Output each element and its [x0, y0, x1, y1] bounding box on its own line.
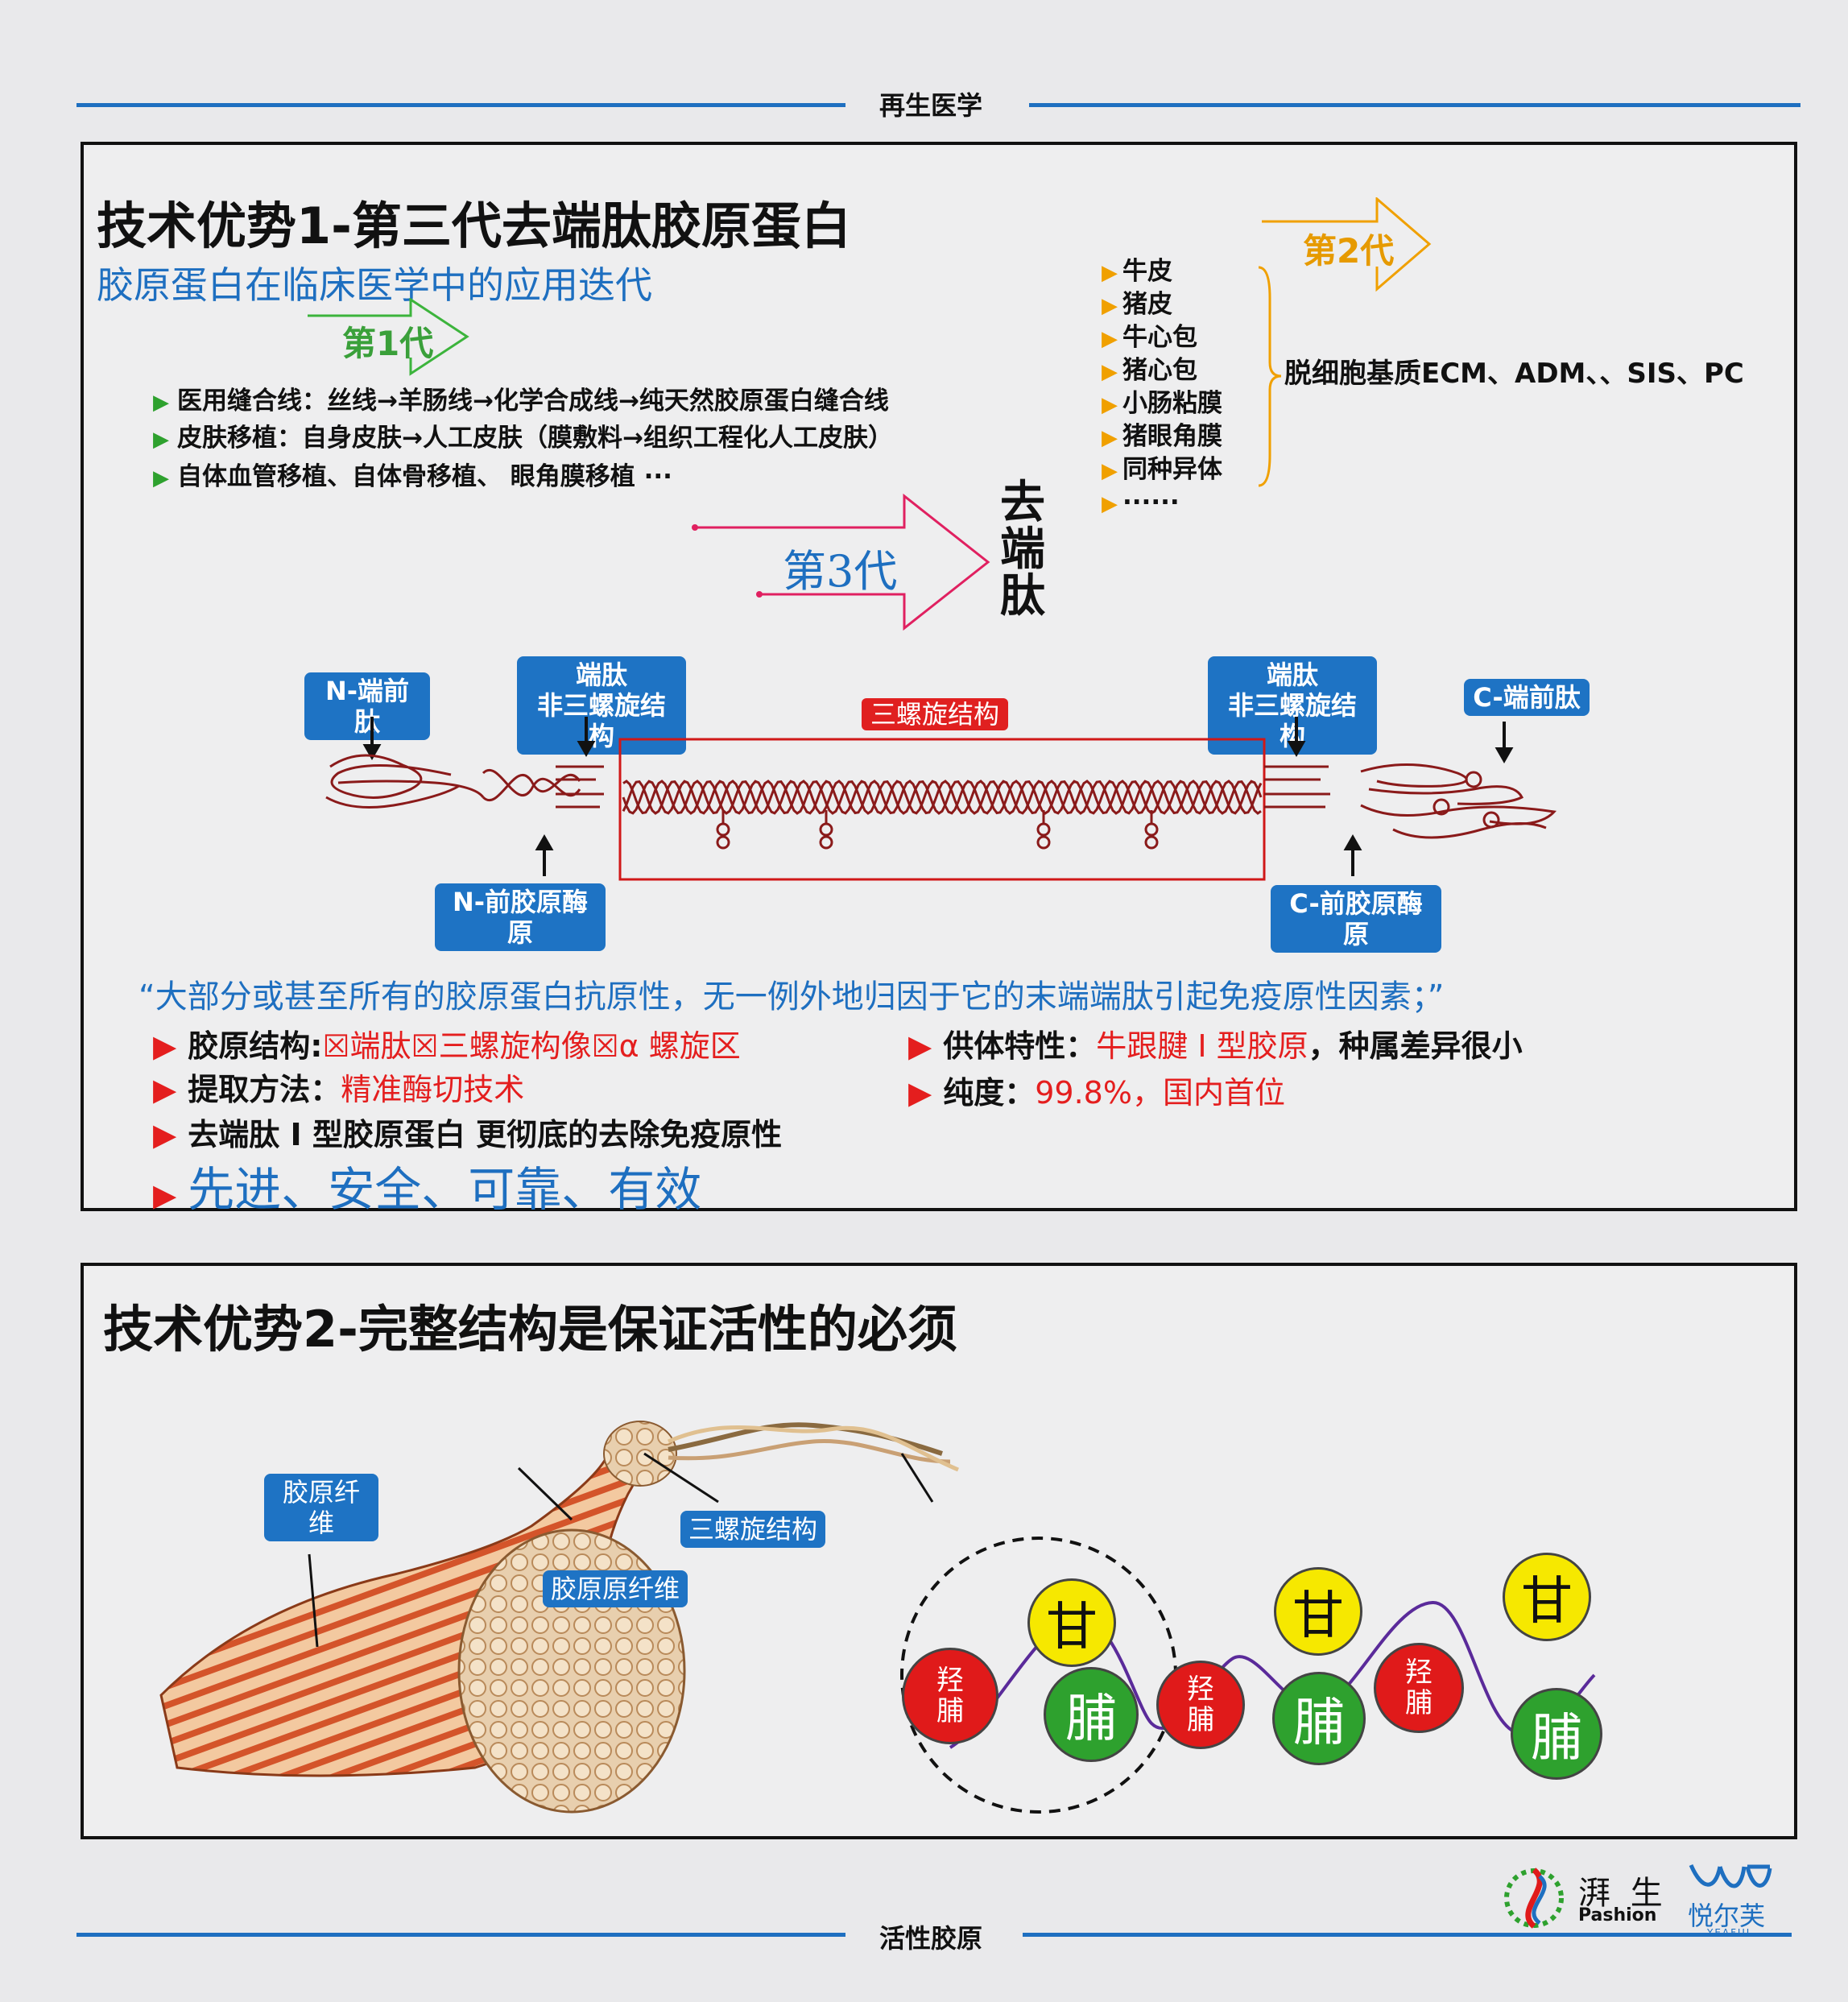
gen2-item: ▶······: [1102, 488, 1180, 517]
gen1-label: 第1代: [342, 324, 434, 363]
yeaful-logo-text: 悦尔芙: [1688, 1901, 1766, 1931]
gen1-item: ▶皮肤移植：自身皮肤→人工皮肤（膜敷料→组织工程化人工皮肤）: [153, 424, 893, 453]
gen2-item: ▶猪皮: [1102, 290, 1172, 319]
gen2-item: ▶牛心包: [1102, 323, 1197, 352]
gen3-arrow: [692, 493, 990, 631]
amino-pro: 脯: [1272, 1672, 1366, 1765]
gen2-list: ▶牛皮 ▶猪皮 ▶牛心包 ▶猪心包 ▶小肠粘膜 ▶猪眼角膜 ▶同种异体 ▶···…: [1102, 256, 1222, 520]
amino-gly: 甘: [1274, 1567, 1362, 1656]
gen2-summary: 脱细胞基质ECM、ADM、、SIS、PC: [1284, 358, 1744, 390]
tag-c-procollagen: C-前胶原酶原: [1271, 885, 1441, 953]
point-donor: ▶供体特性：牛跟腱 I 型胶原，种属差异很小: [908, 1028, 1523, 1064]
panel1-title: 技术优势1-第三代去端肽胶原蛋白: [97, 196, 851, 255]
panel2-title: 技术优势2-完整结构是保证活性的必须: [103, 1300, 957, 1359]
amino-pro: 脯: [1511, 1688, 1602, 1780]
panel1-slogan: ▶先进、安全、可靠、有效: [153, 1162, 702, 1217]
triple-helix-box: [618, 738, 1266, 881]
gen2-label: 第2代: [1303, 231, 1395, 271]
gen2-brace: [1258, 266, 1282, 487]
amino-gly: 甘: [1027, 1578, 1116, 1667]
pashion-logo-en: Pashion: [1578, 1905, 1657, 1925]
pashion-logo-icon: [1504, 1868, 1564, 1929]
header-line-left: [76, 103, 845, 107]
header-label: 再生医学: [879, 90, 983, 121]
tag-n-procollagen: N-前胶原酶原: [435, 883, 606, 951]
collagen-fiber-illustration: [159, 1421, 959, 1814]
amino-pro: 脯: [1044, 1667, 1139, 1762]
tag-collagen-fiber: 胶原纤维: [264, 1474, 378, 1541]
gen2-item: ▶同种异体: [1102, 455, 1222, 484]
amino-hyp: 羟脯: [1374, 1643, 1464, 1733]
gen1-arrow: [308, 298, 469, 376]
amino-hyp: 羟脯: [1156, 1661, 1245, 1749]
amino-hyp: 羟脯: [902, 1648, 998, 1744]
tag-telopeptide-left: 端肽非三螺旋结构: [517, 656, 686, 755]
tag-telopeptide-right: 端肽非三螺旋结构: [1208, 656, 1377, 755]
footer-line-right: [1023, 1933, 1792, 1937]
gen2-item: ▶牛皮: [1102, 257, 1172, 286]
header-line-right: [1029, 103, 1800, 107]
tag-triple-helix: 三螺旋结构: [862, 698, 1008, 730]
point-method: ▶提取方法：精准酶切技术: [153, 1072, 525, 1107]
point-purity: ▶纯度：99.8%，国内首位: [908, 1075, 1285, 1111]
gen2-item: ▶猪眼角膜: [1102, 422, 1222, 451]
tag-n-propeptide: N-端前肽: [304, 672, 430, 740]
gen3-label: 第3代: [783, 546, 898, 597]
pashion-logo-text: 湃 生: [1578, 1875, 1668, 1912]
panel1-subtitle: 胶原蛋白在临床医学中的应用迭代: [97, 263, 652, 307]
collagen-molecule-diagram: [325, 717, 1557, 881]
tag-triple-helix-2: 三螺旋结构: [680, 1511, 825, 1548]
gen2-item: ▶小肠粘膜: [1102, 389, 1222, 418]
footer-line-left: [76, 1933, 845, 1937]
point-structure: ▶胶原结构:☒端肽☒三螺旋构像☒α 螺旋区: [153, 1028, 741, 1064]
tag-collagen-fibril: 胶原原纤维: [543, 1570, 688, 1607]
gen2-item: ▶猪心包: [1102, 356, 1197, 385]
yeaful-logo-icon: [1689, 1863, 1772, 1888]
point-telopeptide-free: ▶去端肽 I 型胶原蛋白 更彻底的去除免疫原性: [153, 1117, 783, 1152]
amino-gly: 甘: [1503, 1553, 1591, 1641]
footer-label: 活性胶原: [879, 1923, 983, 1954]
gen1-item: ▶自体血管移植、自体骨移植、 眼角膜移植 ···: [153, 462, 672, 491]
panel1-quote: “大部分或甚至所有的胶原蛋白抗原性，无一例外地归因于它的末端端肽引起免疫原性因素…: [138, 978, 1445, 1015]
gen2-arrow: [1262, 197, 1432, 292]
gen1-item: ▶医用缝合线：丝线→羊肠线→化学合成线→纯天然胶原蛋白缝合线: [153, 387, 889, 416]
tag-c-propeptide: C-端前肽: [1464, 679, 1590, 716]
gen3-target: 去端肽: [1000, 477, 1045, 623]
